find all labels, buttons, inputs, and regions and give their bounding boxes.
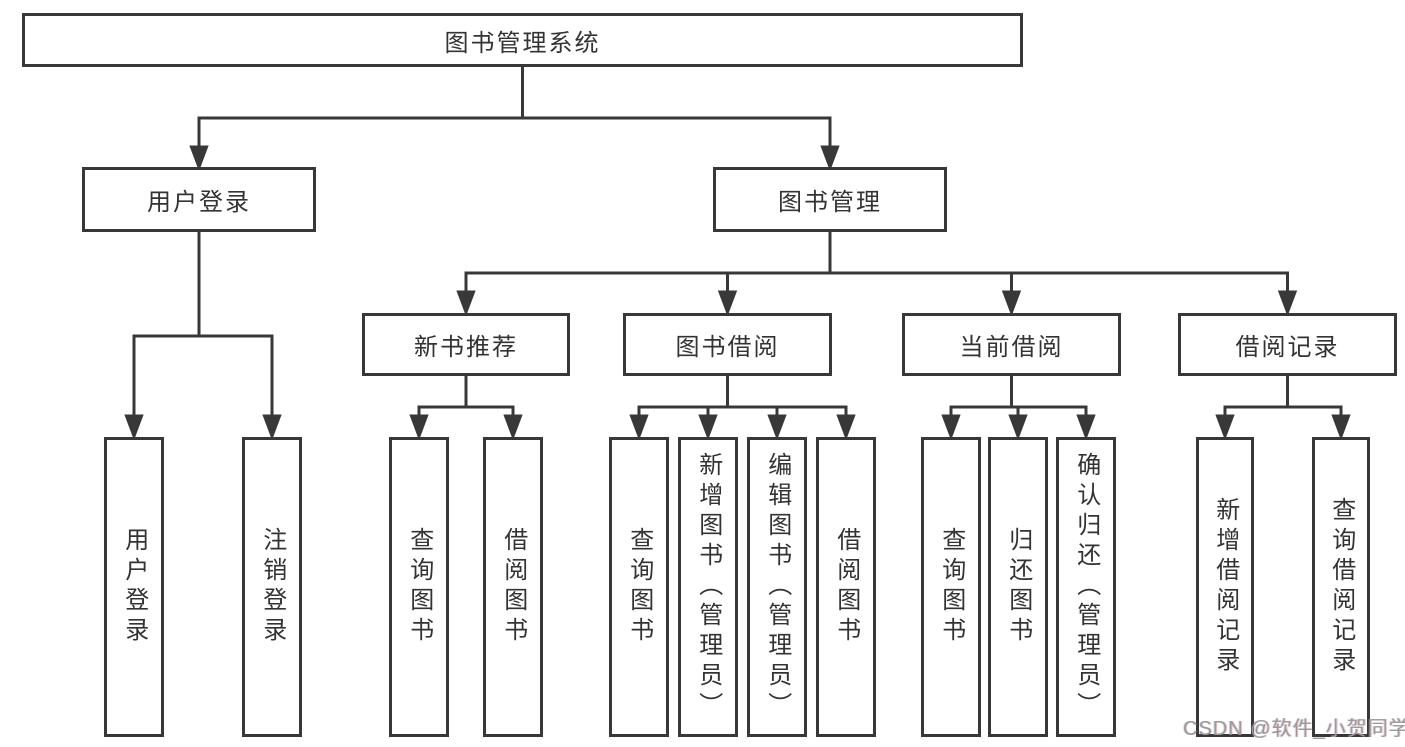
node-library-system: 图书管理系统 xyxy=(22,13,1023,67)
leaf-label: 注销登录 xyxy=(258,527,286,647)
leaf-user-login: 用户登录 xyxy=(104,437,164,737)
leaf-label: 新增图书（管理员） xyxy=(694,452,722,722)
leaf-label: 借阅图书 xyxy=(499,527,527,647)
leaf-label: 查询借阅记录 xyxy=(1327,497,1355,677)
leaf-label: 新增借阅记录 xyxy=(1211,497,1239,677)
node-new-book-recommend: 新书推荐 xyxy=(362,313,570,376)
node-book-borrow: 图书借阅 xyxy=(623,313,832,376)
arrowhead-icon xyxy=(767,414,787,441)
arrowhead-icon xyxy=(1215,414,1235,441)
arrowhead-icon xyxy=(1277,290,1298,317)
leaf-label: 借阅图书 xyxy=(832,527,860,647)
leaf-label: 归还图书 xyxy=(1004,527,1032,647)
leaf-query-books-current: 查询图书 xyxy=(921,437,981,737)
arrowhead-icon xyxy=(698,414,718,441)
node-user-login: 用户登录 xyxy=(82,167,316,232)
leaf-label: 用户登录 xyxy=(120,527,148,647)
arrowhead-icon xyxy=(941,414,961,441)
leaf-return-book: 归还图书 xyxy=(988,437,1048,737)
leaf-confirm-return-admin: 确认归还（管理员） xyxy=(1056,437,1116,737)
arrowhead-icon xyxy=(456,290,476,317)
leaf-add-borrow-record: 新增借阅记录 xyxy=(1196,437,1254,737)
arrowhead-icon xyxy=(1076,414,1096,441)
connector-current-borrow-to-leaves xyxy=(941,376,1096,441)
arrowhead-icon xyxy=(1001,290,1022,317)
arrowhead-icon xyxy=(409,414,429,441)
arrowhead-icon xyxy=(503,414,523,441)
connector-book-borrow-to-leaves xyxy=(629,376,856,441)
arrowhead-icon xyxy=(189,145,209,172)
arrowhead-icon xyxy=(124,414,144,441)
leaf-label: 编辑图书（管理员） xyxy=(763,452,791,722)
leaf-add-book-admin: 新增图书（管理员） xyxy=(678,437,738,737)
node-current-borrow: 当前借阅 xyxy=(902,313,1121,376)
leaf-borrow-books-recommend: 借阅图书 xyxy=(483,437,543,737)
leaf-logout: 注销登录 xyxy=(242,437,302,737)
arrowhead-icon xyxy=(262,414,282,441)
leaf-edit-book-admin: 编辑图书（管理员） xyxy=(747,437,807,737)
arrowhead-icon xyxy=(717,290,738,317)
arrowhead-icon xyxy=(820,145,840,172)
connector-book-management-to-level3 xyxy=(456,232,1298,317)
arrowhead-icon xyxy=(836,414,856,441)
leaf-label: 查询图书 xyxy=(937,527,965,647)
arrowhead-icon xyxy=(629,414,649,441)
node-book-management: 图书管理 xyxy=(713,167,947,232)
leaf-label: 查询图书 xyxy=(405,527,433,647)
leaf-query-books-recommend: 查询图书 xyxy=(389,437,449,737)
leaf-borrow-books: 借阅图书 xyxy=(816,437,876,737)
arrowhead-icon xyxy=(1331,414,1351,441)
leaf-label: 查询图书 xyxy=(625,527,653,647)
watermark: CSDN @软件_小贺同学 xyxy=(1183,718,1405,740)
leaf-label: 确认归还（管理员） xyxy=(1072,452,1100,722)
connector-new-book-to-leaves xyxy=(409,376,523,441)
connector-user-login-to-leaves xyxy=(124,232,282,441)
leaf-query-books-borrow: 查询图书 xyxy=(609,437,669,737)
node-borrow-records: 借阅记录 xyxy=(1178,313,1397,376)
connector-root-to-level2 xyxy=(189,66,840,172)
arrowhead-icon xyxy=(1008,414,1028,441)
connector-borrow-records-to-leaves xyxy=(1215,376,1351,441)
leaf-query-borrow-record: 查询借阅记录 xyxy=(1312,437,1370,737)
